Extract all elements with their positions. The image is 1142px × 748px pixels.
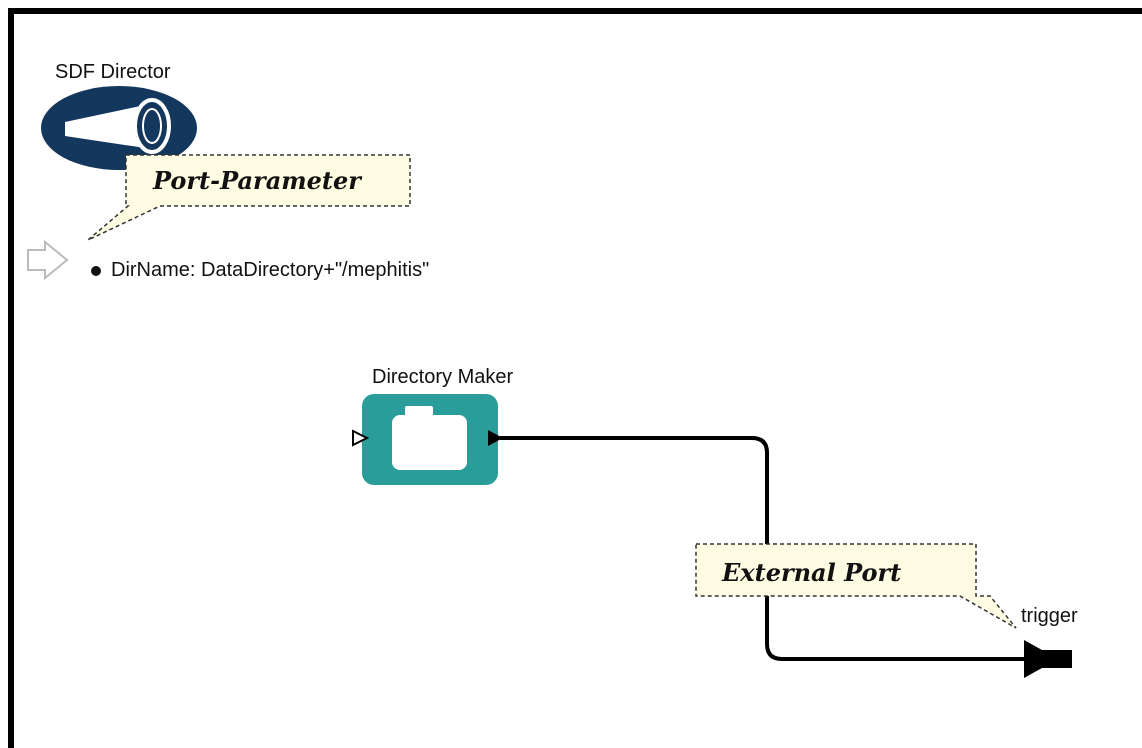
external-port-callout	[695, 543, 1017, 629]
trigger-port-icon[interactable]	[1024, 640, 1072, 678]
port-parameter-callout	[87, 154, 411, 241]
port-label: trigger	[1021, 605, 1078, 627]
sdf-director-icon[interactable]	[41, 86, 197, 170]
callout-port-parameter-text: Port-Parameter	[153, 166, 361, 195]
director-label: SDF Director	[55, 61, 171, 83]
canvas-border	[8, 8, 1142, 748]
output-port-icon[interactable]	[488, 430, 503, 446]
callout-external-port-text: External Port	[722, 558, 902, 587]
port-parameter-arrow-icon[interactable]	[27, 239, 69, 281]
actor-label: Directory Maker	[372, 366, 514, 388]
parameter-text[interactable]: DirName: DataDirectory+"/mephitis"	[111, 259, 430, 281]
parameter-bullet-icon	[91, 266, 101, 276]
directory-maker-actor[interactable]	[362, 394, 498, 485]
input-port-icon[interactable]	[352, 429, 370, 447]
